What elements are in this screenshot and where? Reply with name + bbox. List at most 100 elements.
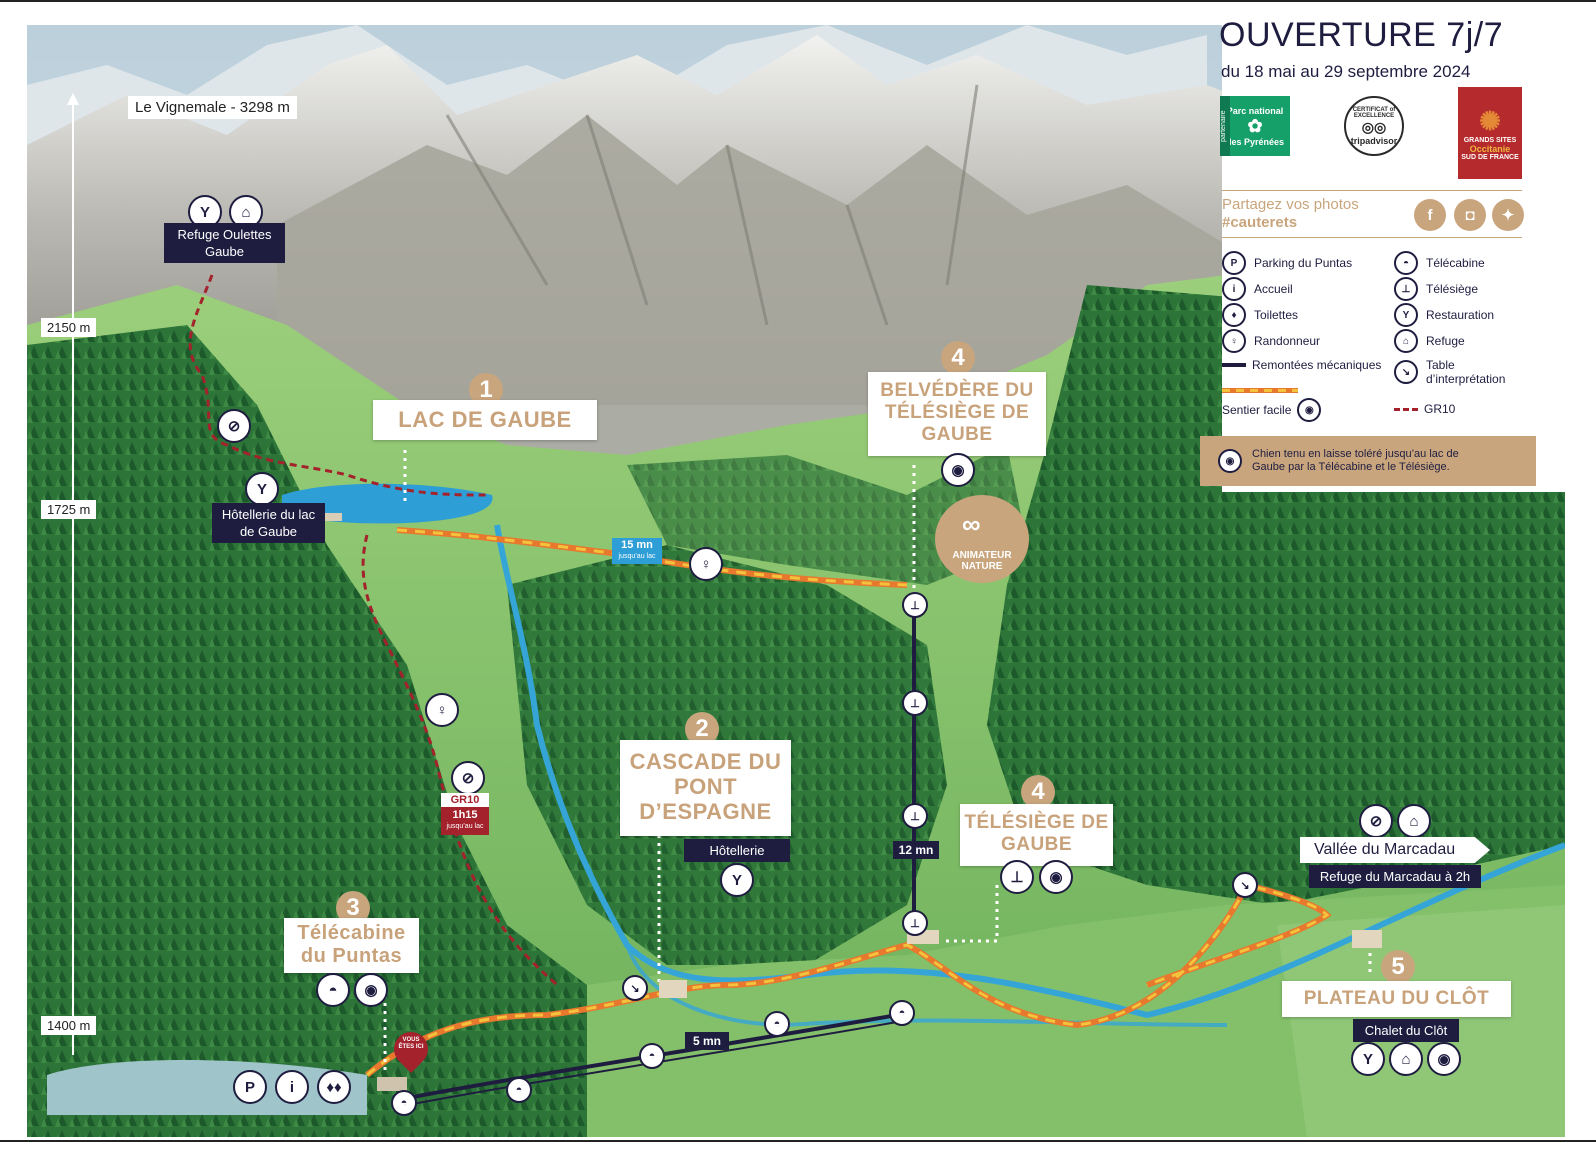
- info-icon: i: [275, 1070, 309, 1104]
- opening-title: OUVERTURE 7j/7: [1219, 16, 1504, 54]
- divider: [1222, 190, 1522, 191]
- parking-icon: P: [233, 1070, 267, 1104]
- occitanie-emblem: ✺: [1479, 105, 1501, 136]
- dog-notice-text: Chien tenu en laisse toléré jusqu’au lac…: [1252, 448, 1459, 473]
- gondola-time: 5 mn: [685, 1032, 729, 1050]
- legend-parking: P Parking du Puntas: [1222, 251, 1352, 275]
- animateur-label: ANIMATEUR NATURE: [952, 550, 1012, 572]
- dog-allowed-icon: ◉: [1218, 449, 1242, 473]
- hiker-icon: ♀: [425, 693, 459, 727]
- grands-sites-occitanie-logo: ✺ GRANDS SITES Occitanie SUD DE FRANCE: [1458, 87, 1522, 179]
- legend-label: Remontées mécaniques: [1252, 358, 1382, 372]
- hotellerie-lac-label: Hôtellerie du lac de Gaube: [212, 503, 325, 543]
- legend-label: Accueil: [1254, 282, 1293, 296]
- legend-accueil: i Accueil: [1222, 277, 1293, 301]
- legend-toilettes: ♦ Toilettes: [1222, 303, 1298, 327]
- legend-label: Télécabine: [1426, 256, 1485, 270]
- opening-dates: du 18 mai au 29 septembre 2024: [1221, 62, 1471, 81]
- legend-refuge: ⌂ Refuge: [1394, 329, 1465, 353]
- dog-notice: ◉ Chien tenu en laisse toléré jusqu’au l…: [1200, 436, 1536, 486]
- dog-allowed-icon: ◉: [1427, 1042, 1461, 1076]
- parc-logo-side: partenaire: [1220, 96, 1230, 156]
- chairlift-icon: ⊥: [902, 803, 928, 829]
- share-hashtag: #cauterets: [1222, 214, 1298, 231]
- chairlift-icon: ⊥: [902, 910, 928, 936]
- site-title-telecabine: Télécabine du Puntas: [284, 918, 419, 973]
- peak-label: Le Vignemale - 3298 m: [128, 96, 297, 119]
- gondola-icon: ◓: [506, 1077, 532, 1103]
- toilets-icon: ♦: [1222, 303, 1246, 327]
- gondola-icon: ◓: [316, 973, 350, 1007]
- interpretation-table-icon: ↘: [622, 975, 648, 1001]
- legend-telesiege: ⊥Télésiège: [1394, 277, 1478, 301]
- refuge-icon: ⌂: [1397, 804, 1431, 838]
- tripadvisor-logo: CERTIFICAT of EXCELLENCE ◎◎ tripadvisor: [1344, 96, 1404, 156]
- legend-table: ↘Table d’interprétation: [1394, 358, 1534, 386]
- legend-label: Restauration: [1426, 308, 1495, 322]
- chairlift-time: 12 mn: [893, 841, 939, 859]
- dog-allowed-icon: ◉: [1297, 398, 1322, 422]
- dog-allowed-icon: ◉: [1039, 860, 1073, 894]
- site-title-belvedere: BELVÉDÈRE DU TÉLÉSIÈGE DE GAUBE: [868, 372, 1046, 456]
- altitude-1725: 1725 m: [41, 500, 97, 519]
- restaurant-icon: Y: [1351, 1042, 1385, 1076]
- legend-label: Randonneur: [1254, 334, 1321, 348]
- info-icon: i: [1222, 277, 1246, 301]
- gr10-time: 1h15: [441, 807, 489, 821]
- refuge-icon: ⌂: [1394, 329, 1418, 353]
- info-panel: OUVERTURE 7j/7 du 18 mai au 29 septembre…: [1200, 12, 1568, 492]
- tripadvisor-bottom: tripadvisor: [1350, 135, 1398, 146]
- refuge-icon: ⌂: [1389, 1042, 1423, 1076]
- occitanie-bottom: SUD DE FRANCE: [1461, 153, 1519, 161]
- easy-trail-swatch-dash: [1222, 389, 1298, 392]
- legend-label: Toilettes: [1254, 308, 1299, 322]
- gondola-icon: ◓: [391, 1090, 417, 1116]
- parc-national-logo: Parc national ✿ des Pyrénées: [1220, 96, 1290, 156]
- legend-restauration: Y Restauration: [1394, 303, 1494, 327]
- restaurant-icon: Y: [720, 863, 754, 897]
- legend-label: GR10: [1424, 402, 1456, 416]
- lac-walk-time-sub: jusqu’au lac: [618, 553, 656, 560]
- no-dog-icon: ⊘: [451, 761, 485, 795]
- twitter-icon[interactable]: ✦: [1492, 199, 1524, 231]
- bottom-rule: [0, 1140, 1596, 1142]
- binoculars-icon: ∞: [962, 509, 981, 539]
- occitanie-mid: Occitanie: [1469, 143, 1511, 154]
- altitude-2150: 2150 m: [41, 318, 97, 337]
- gr10-time-sub: jusqu’au lac: [441, 821, 489, 835]
- legend-label: Table d’interprétation: [1426, 358, 1506, 386]
- legend-label: Refuge: [1426, 334, 1465, 348]
- refuge-oulettes-label: Refuge Oulettes Gaube: [164, 223, 285, 263]
- parc-logo-bottom: des Pyrénées: [1225, 136, 1285, 147]
- lac-walk-time-value: 15 mn: [621, 539, 653, 551]
- tripadvisor-top: CERTIFICAT of EXCELLENCE: [1352, 106, 1396, 119]
- gondola-icon: ◓: [889, 1000, 915, 1026]
- dog-allowed-icon: ◉: [941, 453, 975, 487]
- legend-telecabine: ◓Télécabine: [1394, 251, 1485, 275]
- chalet-du-clot-label: Chalet du Clôt: [1353, 1019, 1459, 1042]
- gr10-swatch: [1394, 407, 1418, 411]
- lac-walk-time: 15 mn jusqu’au lac: [612, 538, 662, 564]
- no-dog-icon: ⊘: [217, 409, 251, 443]
- gondola-icon: ◓: [764, 1011, 790, 1037]
- parking-icon: P: [1222, 251, 1246, 275]
- hiker-icon: ♀: [689, 547, 723, 581]
- legend-label: Télésiège: [1426, 282, 1479, 296]
- no-dog-icon: ⊘: [1359, 804, 1393, 838]
- legend-label: Parking du Puntas: [1254, 256, 1353, 270]
- share-text: Partagez vos photos: [1222, 196, 1359, 213]
- chairlift-icon: ⊥: [1000, 860, 1034, 894]
- restaurant-icon: Y: [1394, 303, 1418, 327]
- marcadau-sign: Vallée du Marcadau: [1300, 837, 1490, 863]
- site-title-lac-de-gaube: LAC DE GAUBE: [373, 400, 597, 440]
- owl-icon: ◎◎: [1361, 118, 1387, 135]
- instagram-icon[interactable]: ◘: [1454, 199, 1486, 231]
- site-number-4b: 4: [1021, 775, 1055, 809]
- top-rule: [0, 0, 1596, 2]
- facebook-icon[interactable]: f: [1414, 199, 1446, 231]
- marcadau-refuge-time: Refuge du Marcadau à 2h: [1309, 865, 1481, 888]
- gr10-tag: GR10 1h15 jusqu’au lac: [441, 793, 489, 835]
- chairlift-icon: ⊥: [902, 592, 928, 618]
- site-title-plateau: PLATEAU DU CLÔT: [1282, 981, 1511, 1017]
- you-are-here-label: VOUS ÊTES ICI: [398, 1037, 424, 1050]
